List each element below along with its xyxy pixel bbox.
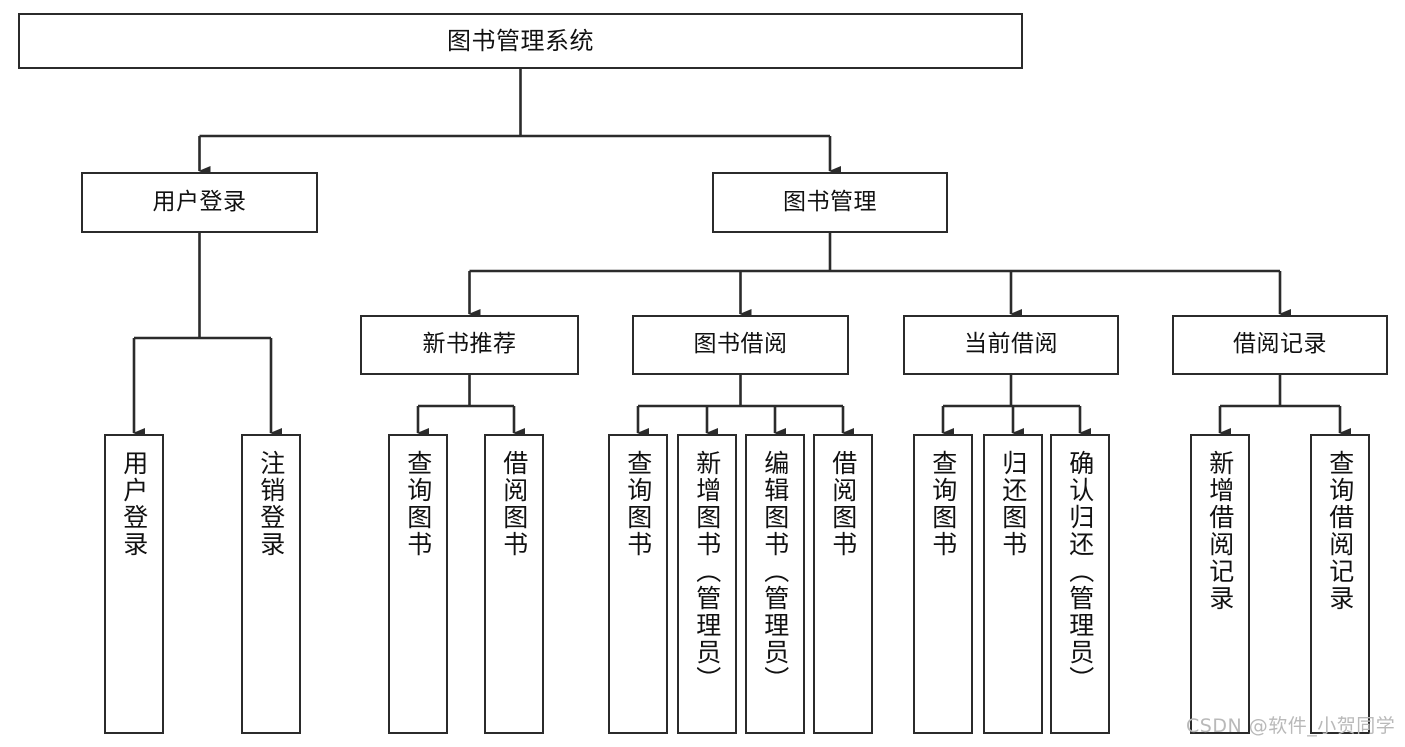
node-l3_1[interactable]: 图书借阅 bbox=[632, 315, 849, 375]
node-label: 新书推荐 bbox=[422, 331, 517, 358]
node-label: 图书借阅 bbox=[693, 331, 788, 358]
node-l2_0[interactable]: 用户登录 bbox=[81, 172, 318, 233]
node-l2_1[interactable]: 图书管理 bbox=[712, 172, 948, 233]
node-label: 用户登录 bbox=[152, 188, 247, 215]
node-l3_3[interactable]: 借阅记录 bbox=[1172, 315, 1388, 375]
node-label: 借阅记录 bbox=[1233, 331, 1327, 358]
node-leaf_12[interactable]: 查询借阅记录 bbox=[1310, 434, 1370, 734]
node-root[interactable]: 图书管理系统 bbox=[18, 13, 1023, 69]
node-label: 编辑图书（管理员） bbox=[760, 450, 790, 693]
node-label: 查询图书 bbox=[928, 450, 958, 558]
node-l3_0[interactable]: 新书推荐 bbox=[360, 315, 579, 375]
node-leaf_7[interactable]: 借阅图书 bbox=[813, 434, 873, 734]
node-leaf_2[interactable]: 查询图书 bbox=[388, 434, 448, 734]
node-leaf_3[interactable]: 借阅图书 bbox=[484, 434, 544, 734]
node-leaf_4[interactable]: 查询图书 bbox=[608, 434, 668, 734]
node-leaf_1[interactable]: 注销登录 bbox=[241, 434, 301, 734]
node-leaf_8[interactable]: 查询图书 bbox=[913, 434, 973, 734]
node-label: 新增借阅记录 bbox=[1205, 450, 1235, 612]
node-leaf_9[interactable]: 归还图书 bbox=[983, 434, 1043, 734]
node-label: 当前借阅 bbox=[964, 331, 1058, 358]
node-label: 查询图书 bbox=[403, 450, 433, 558]
node-label: 借阅图书 bbox=[499, 450, 529, 558]
node-leaf_0[interactable]: 用户登录 bbox=[104, 434, 164, 734]
node-label: 查询图书 bbox=[623, 450, 653, 558]
edges-group bbox=[132, 69, 1351, 438]
node-leaf_5[interactable]: 新增图书（管理员） bbox=[677, 434, 737, 734]
node-label: 归还图书 bbox=[998, 450, 1028, 558]
node-label: 新增图书（管理员） bbox=[692, 450, 722, 693]
node-label: 确认归还（管理员） bbox=[1065, 450, 1095, 693]
node-label: 用户登录 bbox=[119, 450, 149, 558]
node-leaf_10[interactable]: 确认归还（管理员） bbox=[1050, 434, 1110, 734]
node-label: 查询借阅记录 bbox=[1325, 450, 1355, 612]
node-label: 图书管理系统 bbox=[447, 26, 594, 55]
node-label: 图书管理 bbox=[783, 188, 877, 215]
node-l3_2[interactable]: 当前借阅 bbox=[903, 315, 1119, 375]
node-leaf_6[interactable]: 编辑图书（管理员） bbox=[745, 434, 805, 734]
node-leaf_11[interactable]: 新增借阅记录 bbox=[1190, 434, 1250, 734]
node-label: 借阅图书 bbox=[828, 450, 858, 558]
node-label: 注销登录 bbox=[256, 450, 286, 558]
